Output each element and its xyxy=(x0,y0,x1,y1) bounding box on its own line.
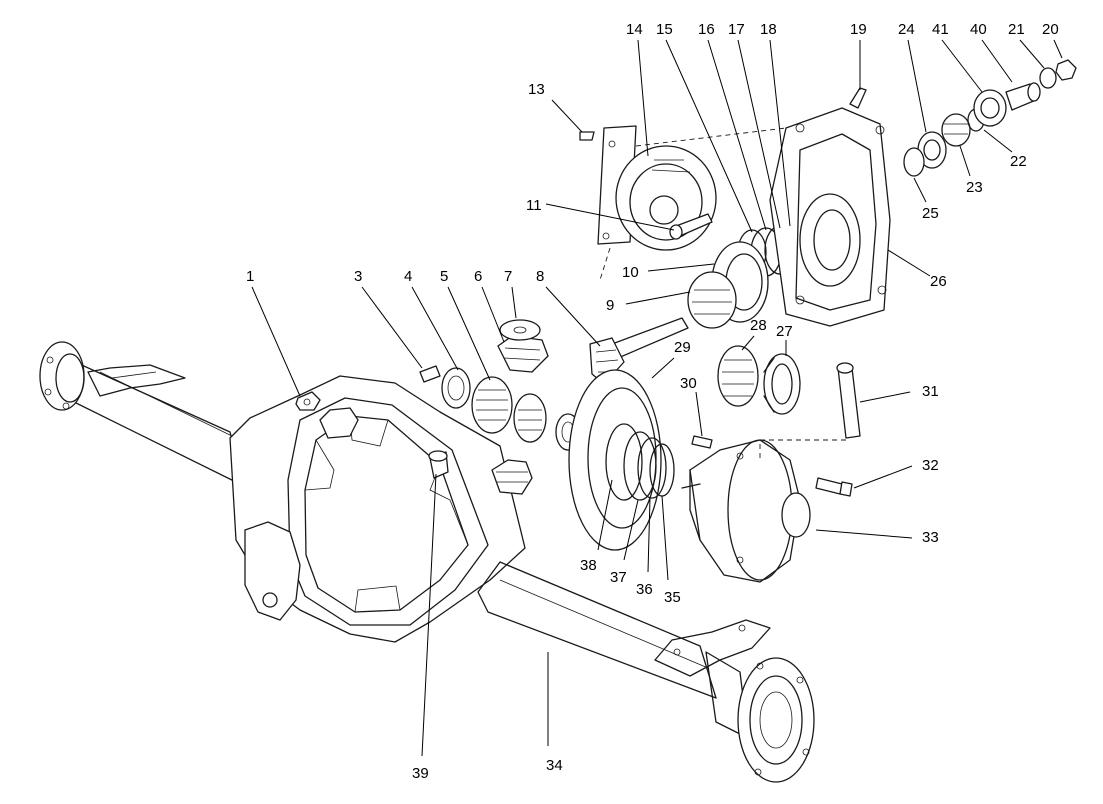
callout-41: 41 xyxy=(932,21,949,38)
callout-31: 31 xyxy=(922,383,939,400)
callout-14: 14 xyxy=(626,21,643,38)
callout-32: 32 xyxy=(922,457,939,474)
callout-17: 17 xyxy=(728,21,745,38)
callout-7: 7 xyxy=(504,268,512,285)
callout-28: 28 xyxy=(750,317,767,334)
callout-39: 39 xyxy=(412,765,429,782)
callout-8: 8 xyxy=(536,268,544,285)
leader-lines xyxy=(251,39,1063,757)
callout-25: 25 xyxy=(922,205,939,222)
callout-37: 37 xyxy=(610,569,627,586)
callout-22: 22 xyxy=(1010,153,1027,170)
callout-40: 40 xyxy=(970,21,987,38)
callout-35: 35 xyxy=(664,589,681,606)
differential-gears xyxy=(419,317,689,495)
callout-26: 26 xyxy=(930,273,947,290)
callout-15: 15 xyxy=(656,21,673,38)
callout-27: 27 xyxy=(776,323,793,340)
callout-21: 21 xyxy=(1008,21,1025,38)
callout-13: 13 xyxy=(528,81,545,98)
callout-38: 38 xyxy=(580,557,597,574)
callout-4: 4 xyxy=(404,268,412,285)
callout-20: 20 xyxy=(1042,21,1059,38)
callout-6: 6 xyxy=(474,268,482,285)
callout-5: 5 xyxy=(440,268,448,285)
callout-3: 3 xyxy=(354,268,362,285)
callout-labels: 1 3 4 5 6 7 8 9 10 11 13 14 15 16 17 18 … xyxy=(246,21,1059,782)
callout-30: 30 xyxy=(680,375,697,392)
callout-36: 36 xyxy=(636,581,653,598)
callout-18: 18 xyxy=(760,21,777,38)
callout-9: 9 xyxy=(606,297,614,314)
axle-housing xyxy=(39,341,815,783)
callout-19: 19 xyxy=(850,21,867,38)
callout-33: 33 xyxy=(922,529,939,546)
callout-1: 1 xyxy=(246,268,254,285)
callout-29: 29 xyxy=(674,339,691,356)
callout-11: 11 xyxy=(526,197,542,214)
callout-23: 23 xyxy=(966,179,983,196)
callout-34: 34 xyxy=(546,757,563,774)
callout-16: 16 xyxy=(698,21,715,38)
callout-24: 24 xyxy=(898,21,915,38)
ring-gear-assembly xyxy=(568,345,861,583)
callout-10: 10 xyxy=(622,264,639,281)
upper-gear-housing xyxy=(579,59,1077,329)
